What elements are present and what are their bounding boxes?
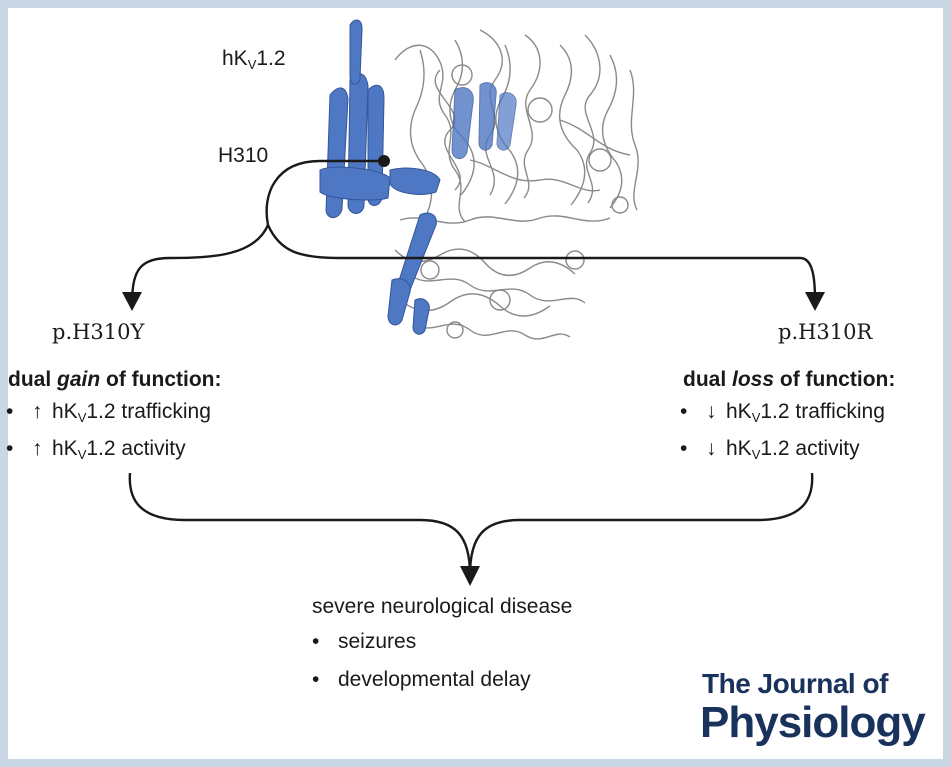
right-bracket-arm: [468, 472, 814, 576]
arrowhead-left: [122, 292, 142, 311]
residue-to-split-curve: [265, 159, 384, 226]
outcome-title: severe neurological disease: [312, 595, 573, 618]
arrowheads: [122, 292, 825, 586]
curve-to-right-variant: [266, 224, 817, 301]
up-arrow-icon: ↑: [32, 437, 43, 460]
journal-logo-line1: The Journal of: [702, 668, 888, 699]
arrowhead-right: [805, 292, 825, 311]
figure-panel: [8, 8, 943, 759]
protein-blue-subunit: [319, 19, 517, 335]
residue-h310-marker: [378, 155, 390, 167]
journal-logo-line2: Physiology: [700, 698, 926, 747]
left-item-activity: •↑hKV1.2 activity: [6, 437, 186, 462]
outcome-item-developmental-delay: •developmental delay: [312, 668, 531, 691]
right-item-trafficking: •↓hKV1.2 trafficking: [680, 400, 885, 425]
curve-to-left-variant: [130, 224, 270, 301]
connector-lines: [128, 159, 817, 576]
down-arrow-icon: ↓: [706, 400, 717, 423]
left-item-trafficking: •↑hKV1.2 trafficking: [6, 400, 211, 425]
down-arrow-icon: ↓: [706, 437, 717, 460]
arrowhead-bottom: [460, 566, 480, 586]
protein-gray-subunits: [394, 29, 639, 340]
outcome-item-seizures: •seizures: [312, 630, 417, 653]
left-heading: dual gain of function:: [8, 368, 222, 391]
left-variant-label: p.H310Y: [52, 320, 145, 344]
right-item-activity: •↓hKV1.2 activity: [680, 437, 860, 462]
up-arrow-icon: ↑: [32, 400, 43, 423]
left-bracket-arm: [128, 472, 472, 576]
right-heading: dual loss of function:: [683, 368, 896, 391]
right-variant-label: p.H310R: [778, 320, 873, 344]
residue-label: H310: [218, 144, 269, 167]
protein-label: hKV1.2: [222, 47, 286, 72]
